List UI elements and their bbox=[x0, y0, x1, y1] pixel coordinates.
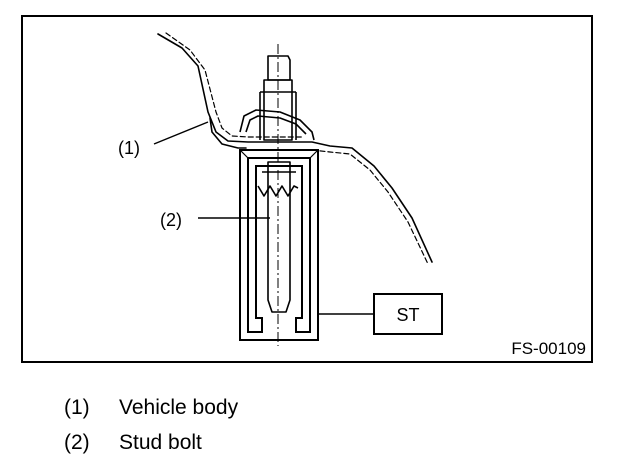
callout-2-label: (2) bbox=[160, 210, 182, 230]
callout-1-label: (1) bbox=[118, 138, 140, 158]
vehicle-body-panel bbox=[157, 32, 433, 265]
figure-code: FS-00109 bbox=[511, 339, 586, 358]
figure-frame bbox=[21, 15, 593, 363]
legend-text: Vehicle body bbox=[119, 396, 239, 419]
special-tool-label: ST bbox=[396, 305, 419, 325]
special-tool-socket bbox=[239, 149, 319, 341]
legend-text: Stud bolt bbox=[119, 431, 202, 454]
stud-bolt bbox=[239, 44, 315, 346]
stud-bolt-diagram: (1) (2) ST FS-00109 bbox=[21, 15, 593, 363]
legend-number: (2) bbox=[64, 431, 90, 454]
legend-number: (1) bbox=[64, 396, 90, 419]
special-tool-box bbox=[373, 293, 443, 335]
callout-1-leader bbox=[153, 121, 209, 145]
